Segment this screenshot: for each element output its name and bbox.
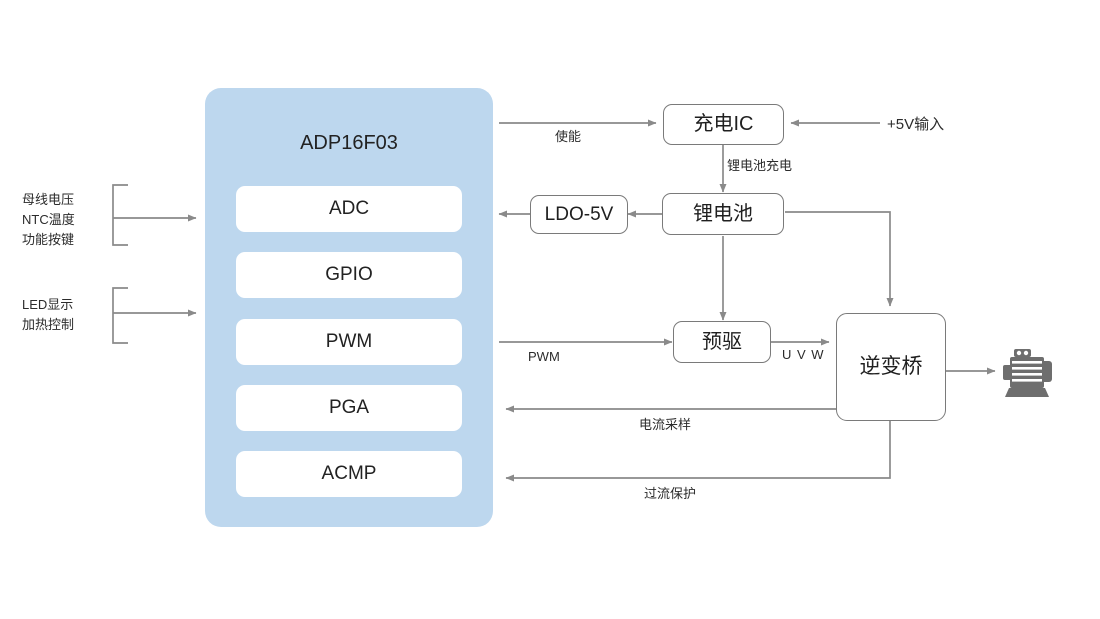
mcu-peripheral-adc[interactable]: ADC [236,186,462,232]
edge-label-current-sense: 电流采样 [639,417,692,432]
input-label-ntc-temp: NTC温度 [22,212,75,228]
block-predriver[interactable]: 预驱 [673,321,771,363]
block-inverter-bridge[interactable]: 逆变桥 [836,313,946,421]
edge-label-supply-in: +5V输入 [887,116,945,133]
mcu-peripheral-pwm[interactable]: PWM [236,319,462,365]
mcu-peripheral-acmp[interactable]: ACMP [236,451,462,497]
block-battery[interactable]: 锂电池 [662,193,784,235]
edge-label-pwm: PWM [528,349,560,364]
edge-label-enable: 使能 [555,129,582,144]
bracket-inputs-1 [112,184,128,246]
mcu-peripheral-gpio[interactable]: GPIO [236,252,462,298]
input-label-heating-control: 加热控制 [22,317,75,333]
block-ldo-5v[interactable]: LDO-5V [530,195,628,234]
edge-label-uvw: U V W [782,347,825,362]
bracket-inputs-2 [112,287,128,344]
arrow-over-current [505,421,891,482]
input-label-led-display: LED显示 [22,297,74,312]
input-label-function-key: 功能按键 [22,232,75,248]
block-charge-ic[interactable]: 充电IC [663,104,784,145]
input-group-2-labels: LED显示 加热控制 [22,295,74,335]
mcu-peripheral-pga[interactable]: PGA [236,385,462,431]
edge-label-battery-charge: 锂电池充电 [727,158,793,173]
arrow-battery-to-inverter [785,211,894,307]
edge-label-over-current: 过流保护 [644,486,697,501]
mcu-chip-title: ADP16F03 [300,131,398,154]
motor-icon [1003,349,1052,397]
input-label-bus-voltage: 母线电压 [22,192,75,207]
input-group-1-labels: 母线电压 NTC温度 功能按键 [22,190,75,250]
